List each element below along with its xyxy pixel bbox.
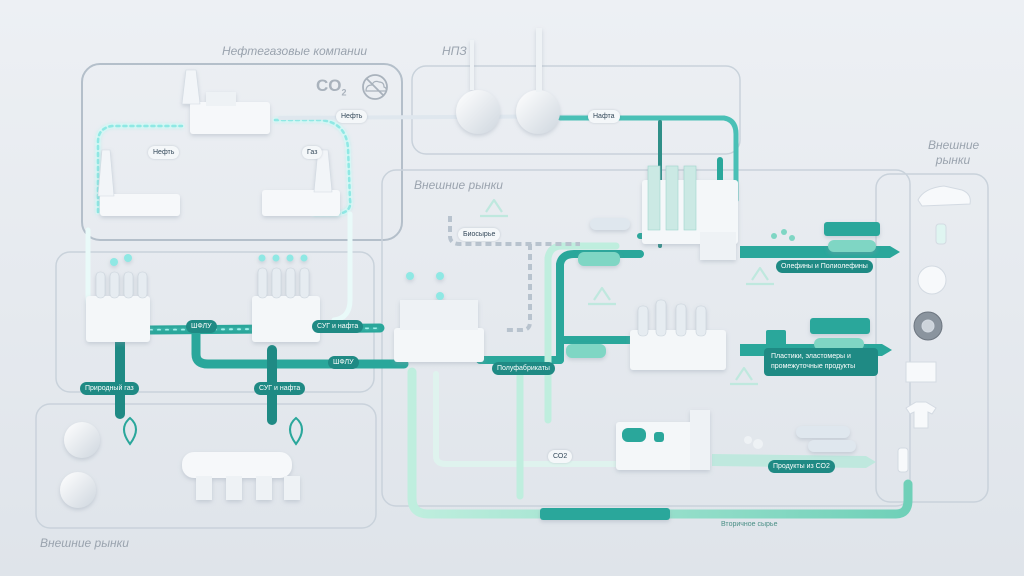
gas-processing-right [252,254,320,342]
label-oil-left: Нефть [148,146,180,159]
pyrolysis-plant [394,272,484,362]
co2-badge: CO2 [316,76,347,98]
oil-gas-zone-frame [81,63,403,241]
gas-rig-right [262,149,340,216]
zone-title-bottom-markets: Внешние рынки [40,536,129,550]
label-gas: Газ [302,146,323,159]
zone-title-oil-gas: Нефтегазовые компании [222,44,368,58]
label-co2-flow: СО2 [548,450,573,463]
fuel-station [182,452,300,500]
spray-can-icon [897,447,909,473]
right-markets-zone-frame [875,173,989,503]
zone-title-right-markets: Внешние рынки [928,138,980,167]
car-icon [917,185,971,207]
bottle-icon [935,223,947,245]
label-semi-products: Полуфабрикаты [492,362,555,375]
co2-plant [616,410,710,470]
ball-icon [917,265,947,295]
plastics-plant [630,299,726,370]
label-shflu-1: ШФЛУ [186,320,217,333]
label-olefins: Олефины и Полиолефины [776,260,873,273]
label-oil-top: Нефть [336,110,368,123]
storage-spheres [60,422,100,508]
right-market-products [897,185,971,473]
label-shflu-2: ШФЛУ [328,356,359,369]
refinery-spheres [456,28,560,134]
polymer-plant [642,165,738,260]
label-plastics: Пластики, эластомеры и промежуточные про… [764,348,878,376]
bio-dashed-path [448,216,580,332]
facilities [60,28,880,520]
recycle-icon [480,198,774,386]
oil-rig-top [181,69,270,134]
label-bio: Биосырье [458,228,501,241]
refinery-zone-frame [411,65,741,155]
label-natural-gas: Природный газ [80,382,139,395]
leaf-plug-icon [123,416,303,446]
window-icon [905,361,937,383]
zone-title-refinery: НПЗ [442,44,467,58]
cloud-crossed-icon [362,74,388,100]
gas-processing-left [86,254,150,342]
oil-rig-left [97,149,180,216]
label-co2-products: Продукты из СО2 [768,460,835,473]
gas-processing-zone-frame [55,251,375,393]
bottom-markets-zone-frame [35,403,377,529]
center-markets-zone-frame [381,169,911,507]
zone-frames [35,63,989,529]
label-secondary-raw: Вторичное сырье [721,521,778,528]
zone-title-center-markets: Внешние рынки [414,178,503,192]
molecule-icon [744,229,795,449]
tanker-trucks [540,218,880,520]
label-sug-naphtha-2: СУГ и нафта [254,382,306,395]
label-naphtha: Нафта [588,110,620,123]
olefins-arrow [740,246,900,258]
label-sug-naphtha-1: СУГ и нафта [312,320,364,333]
shirt-icon [905,401,937,429]
